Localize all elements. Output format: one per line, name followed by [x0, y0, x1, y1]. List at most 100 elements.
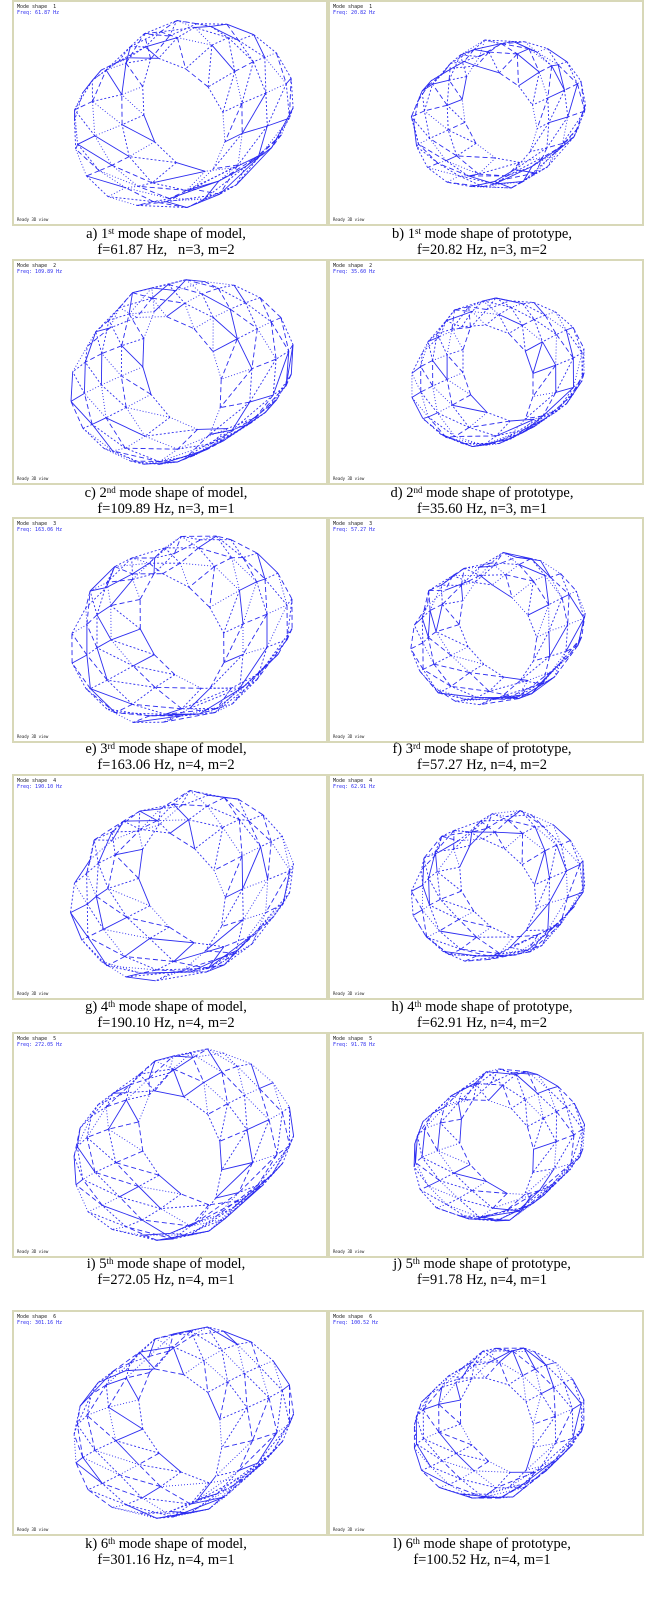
- mesh-edge: [507, 819, 523, 834]
- mesh-edge: [525, 396, 534, 419]
- mesh-edge: [92, 101, 96, 136]
- mesh-edge: [547, 65, 553, 99]
- mesh-edge: [151, 284, 169, 299]
- mesh-edge: [125, 62, 144, 87]
- mesh-edge: [410, 625, 415, 649]
- mesh-edge: [526, 929, 548, 931]
- mesh-edge: [172, 1068, 185, 1097]
- mesh-edge: [440, 585, 443, 605]
- mesh-edge: [125, 1078, 150, 1101]
- mesh-edge: [483, 1487, 497, 1498]
- mesh-edge: [140, 1510, 171, 1514]
- mesh-edge: [427, 416, 447, 438]
- mesh-edge: [132, 579, 141, 600]
- mode-shape-mesh: [410, 39, 586, 189]
- mesh-edge: [514, 147, 548, 170]
- panel-caption: j) 5th mode shape of prototype,f=91.78 H…: [322, 1256, 642, 1288]
- mesh-edge: [435, 687, 467, 700]
- mode-shape-plot: [413, 1068, 586, 1222]
- mesh-edge: [212, 351, 222, 380]
- mesh-edge: [506, 162, 520, 177]
- mesh-edge: [429, 603, 443, 611]
- mesh-edge: [207, 946, 225, 969]
- mesh-edge: [554, 651, 567, 678]
- mesh-edge: [81, 939, 102, 962]
- mesh-edge: [450, 672, 470, 687]
- mesh-edge: [108, 196, 154, 203]
- caption-line-1: l) 6th mode shape of prototype,: [322, 1536, 642, 1552]
- mesh-edge: [428, 1185, 459, 1199]
- mesh-edge: [566, 864, 581, 872]
- plot-footer: Ready 3D view: [17, 1249, 49, 1254]
- mesh-edge: [143, 311, 155, 339]
- mesh-edge: [421, 80, 432, 92]
- mesh-edge: [450, 646, 469, 656]
- mesh-edge: [140, 828, 171, 834]
- mesh-edge: [534, 314, 546, 320]
- mesh-edge: [215, 1440, 253, 1477]
- mesh-edge: [556, 380, 583, 412]
- mesh-edge: [258, 1366, 270, 1398]
- mesh-edge: [511, 580, 534, 599]
- mesh-edge: [207, 805, 240, 820]
- mesh-edge: [115, 703, 133, 714]
- mesh-edge: [153, 198, 205, 203]
- mesh-edge: [486, 1181, 508, 1194]
- mesh-edge: [491, 552, 504, 564]
- mesh-edge: [566, 1102, 575, 1108]
- mesh-edge: [427, 590, 430, 606]
- mesh-edge: [208, 1478, 239, 1484]
- mesh-edge: [179, 563, 190, 588]
- mesh-edge: [525, 392, 557, 419]
- mesh-edge: [466, 56, 480, 77]
- mesh-edge: [75, 148, 87, 177]
- panel-caption: k) 6th mode shape of model,f=301.16 Hz, …: [6, 1536, 326, 1568]
- mesh-edge: [212, 141, 226, 170]
- mesh-edge: [99, 164, 113, 172]
- mesh-edge: [452, 65, 477, 69]
- mesh-edge: [522, 302, 534, 305]
- caption-label: h): [391, 999, 404, 1015]
- mesh-edge: [432, 333, 438, 361]
- caption-ordinal-suffix: st: [108, 226, 115, 236]
- mesh-edge: [111, 820, 124, 841]
- mesh-edge: [239, 819, 249, 821]
- mesh-edge: [463, 51, 490, 62]
- mesh-edge: [446, 175, 460, 183]
- mesh-edge: [446, 329, 453, 355]
- mesh-edge: [125, 394, 152, 408]
- mesh-edge: [474, 1071, 487, 1084]
- mesh-edge: [205, 167, 235, 172]
- mesh-edge: [96, 582, 108, 615]
- mesh-edge: [544, 311, 556, 316]
- mesh-edge: [73, 1405, 81, 1435]
- mesh-edge: [528, 48, 540, 73]
- plot-header-frequency: Freq: 61.87 Hz: [17, 10, 60, 16]
- mesh-edge: [75, 1462, 89, 1490]
- mesh-edge: [438, 1423, 461, 1433]
- mesh-edge: [139, 808, 161, 812]
- mesh-edge: [471, 1190, 494, 1209]
- mesh-edge: [77, 144, 100, 171]
- mesh-edge: [570, 840, 581, 865]
- mesh-edge: [124, 956, 174, 962]
- mesh-edge: [554, 645, 579, 678]
- caption-description: mode shape of model,: [117, 1256, 246, 1272]
- mesh-edge: [440, 326, 462, 337]
- mesh-edge: [415, 1156, 423, 1163]
- mesh-edge: [224, 797, 239, 800]
- mesh-edge: [187, 434, 210, 456]
- mesh-edge: [190, 1048, 208, 1054]
- mesh-edge: [285, 344, 294, 386]
- mesh-edge: [517, 48, 530, 55]
- mesh-edge: [494, 166, 533, 185]
- mesh-edge: [557, 64, 578, 85]
- mesh-edge: [87, 1204, 103, 1213]
- plot-header-mode: Mode shape 4: [17, 778, 57, 784]
- mesh-edge: [217, 288, 231, 310]
- mesh-edge: [181, 535, 201, 541]
- mesh-edge: [440, 898, 475, 912]
- mesh-edge: [260, 841, 272, 848]
- mesh-edge: [85, 590, 91, 608]
- mesh-edge: [169, 1221, 198, 1234]
